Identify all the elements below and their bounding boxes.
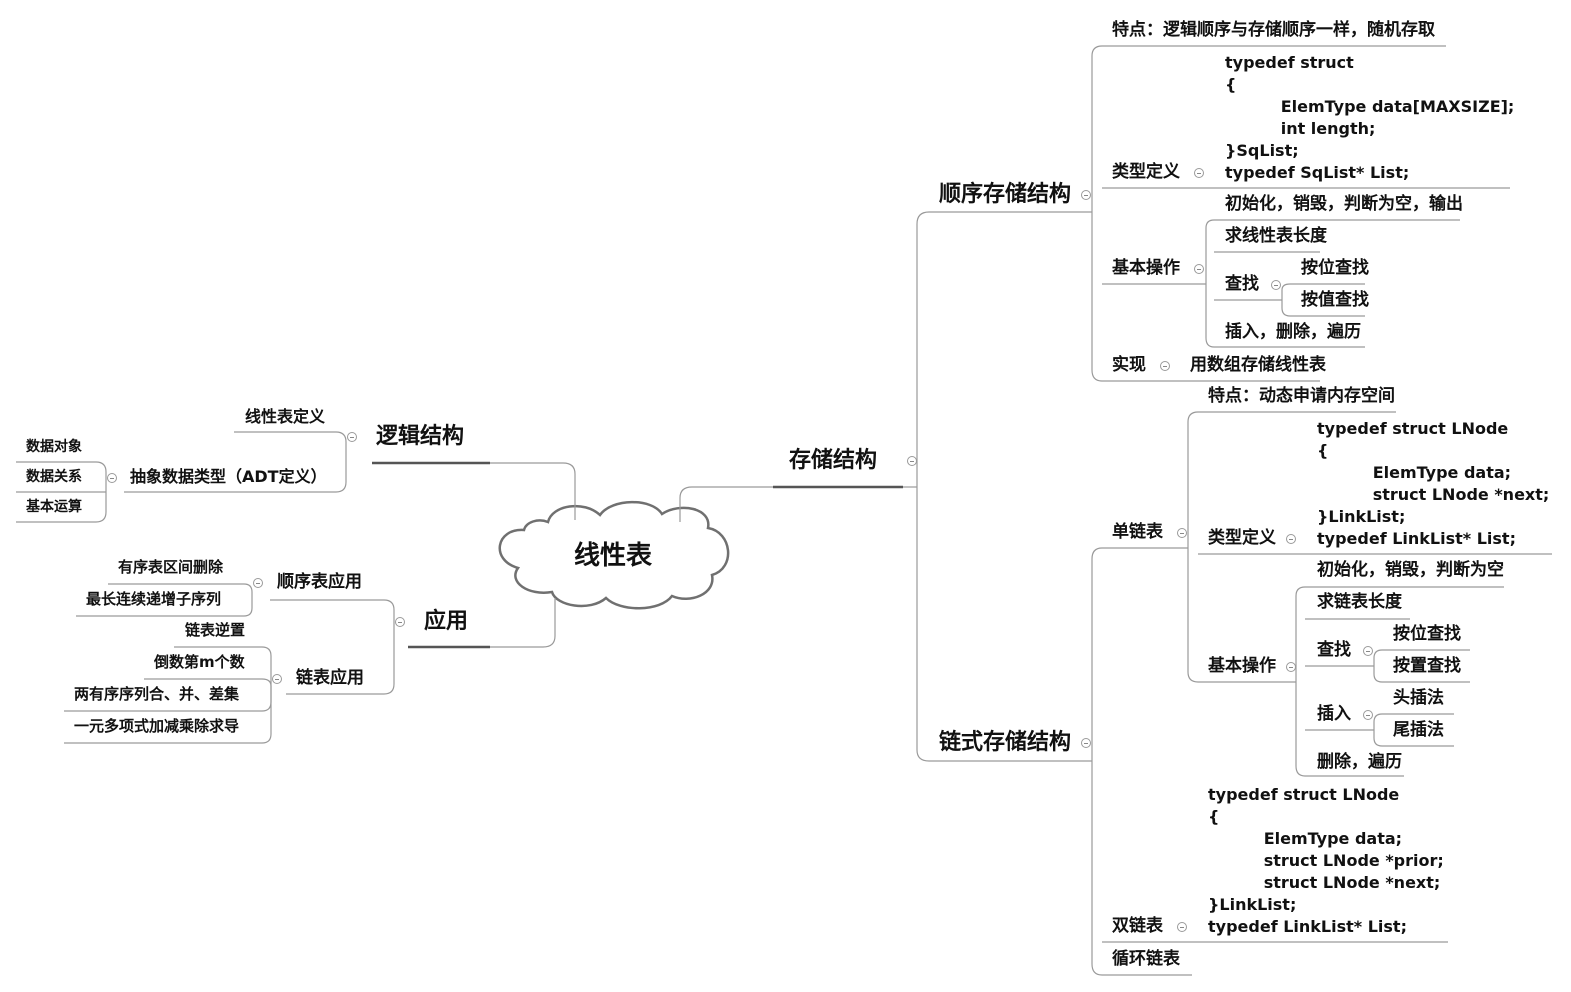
link-op-delete[interactable]: 删除，遍历 — [1317, 752, 1402, 772]
link-app-item-3[interactable]: 两有序序列合、并、差集 — [74, 685, 240, 703]
collapse-icon[interactable] — [907, 456, 917, 466]
single-list-basic-ops[interactable]: 基本操作 — [1208, 656, 1276, 676]
linear-list-definition[interactable]: 线性表定义 — [245, 407, 326, 426]
sequential-application[interactable]: 顺序表应用 — [277, 572, 362, 592]
storage-structure-topic[interactable]: 存储结构 — [789, 448, 878, 473]
seq-op-length[interactable]: 求线性表长度 — [1225, 226, 1327, 246]
sequential-impl-value[interactable]: 用数组存储线性表 — [1190, 355, 1326, 375]
collapse-icon[interactable] — [1286, 662, 1296, 672]
link-app-item-1[interactable]: 链表逆置 — [185, 621, 246, 639]
seq-op-find-val[interactable]: 按值查找 — [1301, 290, 1369, 310]
collapse-icon[interactable] — [1081, 738, 1091, 748]
linked-storage-topic[interactable]: 链式存储结构 — [939, 730, 1072, 755]
circular-list-topic[interactable]: 循环链表 — [1112, 949, 1180, 969]
collapse-icon[interactable] — [347, 432, 357, 442]
collapse-icon[interactable] — [1194, 168, 1204, 178]
linked-application[interactable]: 链表应用 — [296, 668, 364, 688]
sequential-impl[interactable]: 实现 — [1112, 355, 1146, 375]
link-op-insert[interactable]: 插入 — [1317, 704, 1351, 724]
adt-item-data-objects[interactable]: 数据对象 — [26, 439, 82, 455]
link-op-find[interactable]: 查找 — [1317, 640, 1351, 660]
collapse-icon[interactable] — [253, 578, 263, 588]
adt-item-data-relations[interactable]: 数据关系 — [26, 469, 82, 485]
collapse-icon[interactable] — [1177, 922, 1187, 932]
sequential-storage-topic[interactable]: 顺序存储结构 — [939, 182, 1072, 207]
seq-app-item-2[interactable]: 最长连续递增子序列 — [86, 590, 222, 608]
seq-op-insert[interactable]: 插入，删除，遍历 — [1225, 322, 1361, 342]
application-topic[interactable]: 应用 — [424, 609, 469, 634]
link-op-tail-insert[interactable]: 尾插法 — [1393, 720, 1444, 740]
adt-definition[interactable]: 抽象数据类型（ADT定义） — [130, 467, 327, 486]
collapse-icon[interactable] — [1194, 264, 1204, 274]
sequential-feature[interactable]: 特点：逻辑顺序与存储顺序一样，随机存取 — [1112, 20, 1435, 40]
link-app-item-4[interactable]: 一元多项式加减乘除求导 — [74, 717, 240, 735]
collapse-icon[interactable] — [395, 617, 405, 627]
collapse-icon[interactable] — [1160, 361, 1170, 371]
collapse-icon[interactable] — [1177, 528, 1187, 538]
double-list-topic[interactable]: 双链表 — [1112, 916, 1163, 936]
single-list-type-code[interactable]: typedef struct LNode { ElemType data; st… — [1317, 419, 1550, 548]
central-cloud-shape — [498, 500, 730, 610]
link-app-item-2[interactable]: 倒数第m个数 — [154, 653, 245, 671]
link-op-head-insert[interactable]: 头插法 — [1393, 688, 1444, 708]
seq-op-find[interactable]: 查找 — [1225, 274, 1259, 294]
collapse-icon[interactable] — [1081, 190, 1091, 200]
collapse-icon[interactable] — [1363, 646, 1373, 656]
seq-op-init[interactable]: 初始化，销毁，判断为空，输出 — [1225, 194, 1463, 214]
sequential-type-code[interactable]: typedef struct { ElemType data[MAXSIZE];… — [1225, 53, 1515, 182]
logical-structure-topic[interactable]: 逻辑结构 — [376, 424, 465, 449]
link-op-find-set[interactable]: 按置查找 — [1393, 656, 1461, 676]
collapse-icon[interactable] — [272, 674, 282, 684]
central-topic[interactable]: 线性表 — [574, 541, 653, 571]
link-op-find-pos[interactable]: 按位查找 — [1393, 624, 1461, 644]
single-list-feature[interactable]: 特点：动态申请内存空间 — [1208, 386, 1395, 406]
seq-op-find-pos[interactable]: 按位查找 — [1301, 258, 1369, 278]
single-list-type-def[interactable]: 类型定义 — [1208, 528, 1276, 548]
adt-item-basic-operations[interactable]: 基本运算 — [26, 499, 82, 515]
single-list-topic[interactable]: 单链表 — [1112, 522, 1163, 542]
collapse-icon[interactable] — [1286, 534, 1296, 544]
double-list-type-code[interactable]: typedef struct LNode { ElemType data; st… — [1208, 785, 1444, 936]
sequential-basic-ops[interactable]: 基本操作 — [1112, 258, 1180, 278]
collapse-icon[interactable] — [1271, 280, 1281, 290]
seq-app-item-1[interactable]: 有序表区间删除 — [118, 558, 224, 576]
sequential-type-def[interactable]: 类型定义 — [1112, 162, 1180, 182]
collapse-icon[interactable] — [1363, 710, 1373, 720]
link-op-init[interactable]: 初始化，销毁，判断为空 — [1317, 560, 1504, 580]
collapse-icon[interactable] — [107, 473, 117, 483]
link-op-length[interactable]: 求链表长度 — [1317, 592, 1402, 612]
